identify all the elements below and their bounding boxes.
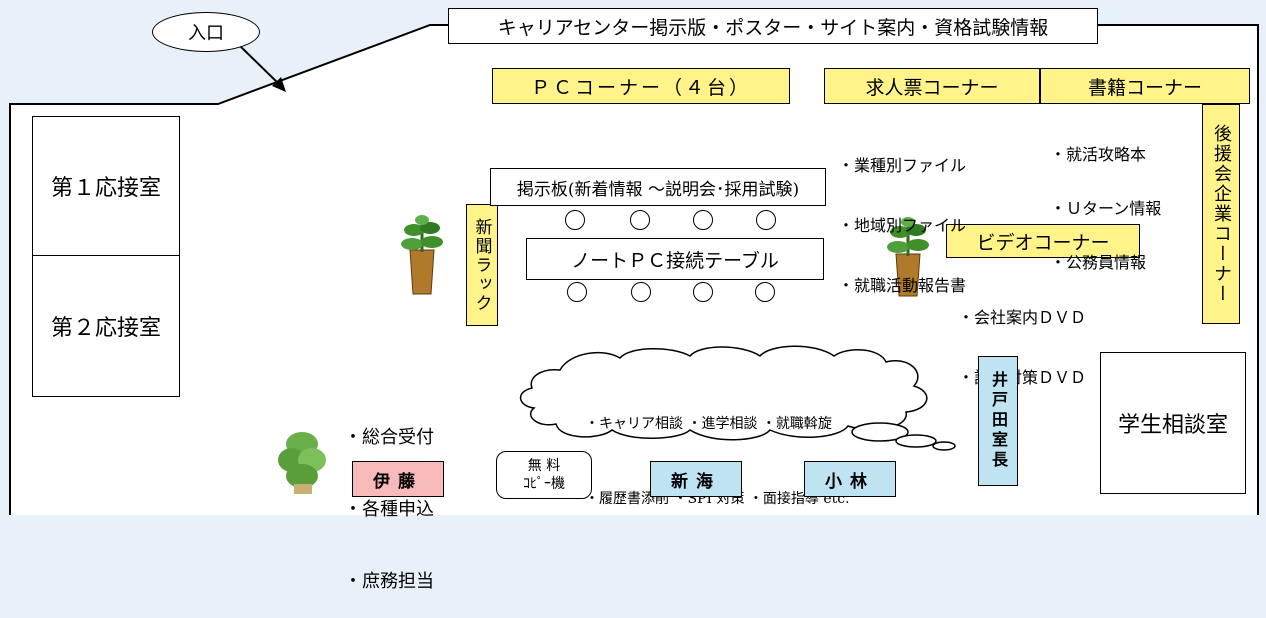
chair [755,282,775,302]
service-cloud-text: ・キャリア相談 ・進学相談 ・就職斡旋 ・履歴書添削 ・SPI 対策 ・面接指導… [585,362,850,537]
bulletin-board: 掲示板(新着情報 ～説明会･採用試験) [490,168,826,206]
list-item: ・会社案内ＤＶＤ [958,308,1087,327]
reception-room-2: 第２応接室 [32,255,180,397]
list-item: ・総合受付 [344,427,434,448]
chair [756,210,776,230]
chair [630,210,650,230]
list-item: ・就職活動報告書 [838,276,967,295]
thought-cloud-icon [519,345,956,451]
list-item: ・業種別ファイル [838,156,967,175]
potted-plant-icon [278,432,326,494]
reception-items: ・総合受付 ・各種申込 ・庶務担当 [344,378,434,618]
chair [567,282,587,302]
staff-kobayashi: 小林 [804,461,896,497]
supporters-corner: 後援会企業コーナー [1202,104,1240,324]
reception-room-1: 第１応接室 [32,116,180,256]
entrance-label: 入口 [152,12,260,52]
copier-line-1: 無 料 [527,458,561,474]
arrow-icon [239,45,286,92]
outer-wall-right [1098,24,1259,515]
chair [565,210,585,230]
laptop-table: ノートＰＣ接続テーブル [526,238,824,280]
list-item: ・公務員情報 [1050,253,1147,272]
list-item: ・各種申込 [344,499,434,520]
staff-ito: 伊藤 [352,461,444,497]
potted-plant-icon [401,215,443,295]
list-item: ・Ｕターン情報 [1050,199,1162,218]
job-listing-corner: 求人票コーナー [824,68,1040,104]
staff-director: 井戸田室長 [978,356,1018,486]
outer-wall [9,24,448,515]
list-item: ・就活攻略本 [1050,145,1147,164]
book-items: ・就活攻略本 ・Ｕターン情報 ・公務員情報 [1050,110,1161,290]
books-corner: 書籍コーナー [1040,68,1250,104]
potted-plant-icon [887,217,929,297]
video-corner: ビデオコーナー [946,224,1140,258]
chair [631,282,651,302]
copier: 無 料 ｺﾋﾟｰ機 [496,451,592,499]
cloud-line-1: ・キャリア相談 ・進学相談 ・就職斡旋 [585,416,832,432]
pc-corner: ＰＣコーナー（４台） [492,68,790,104]
job-listing-items: ・業種別ファイル ・地域別ファイル ・就職活動報告書 [838,116,966,316]
chair [693,282,713,302]
list-item: ・地域別ファイル [838,216,967,235]
copier-line-2: ｺﾋﾟｰ機 [523,476,565,492]
student-counseling-room: 学生相談室 [1100,352,1246,494]
list-item: ・庶務担当 [344,571,434,592]
chair [693,210,713,230]
info-banner: キャリアセンター掲示版・ポスター・サイト案内・資格試験情報 [448,8,1098,44]
newspaper-rack: 新聞ラック [466,204,498,326]
staff-shinkai: 新海 [650,461,742,497]
